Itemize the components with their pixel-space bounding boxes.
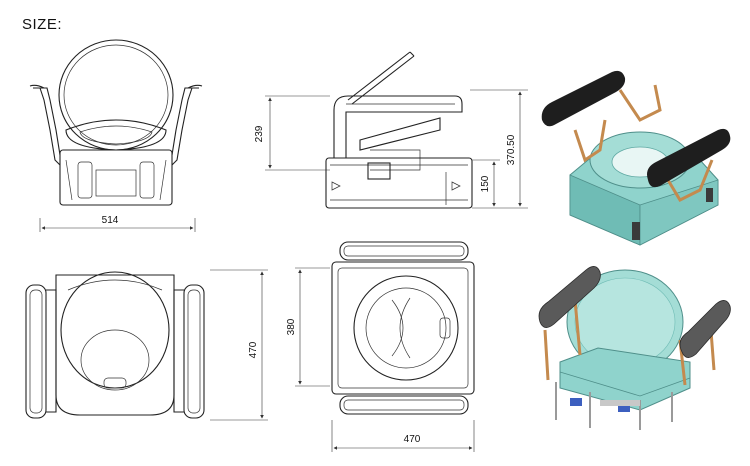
side-view: [265, 51, 528, 209]
dim-top-left-depth: 470: [248, 341, 259, 358]
page-title: SIZE:: [22, 16, 63, 33]
dim-top-right-width: 470: [404, 434, 421, 445]
dim-side-base-height: 150: [480, 175, 491, 192]
dim-side-back-height: 239: [254, 125, 265, 142]
dim-front-width: 514: [102, 215, 119, 226]
render-seat-arms-down: [541, 70, 731, 246]
dim-side-total-height: 370.50: [506, 134, 517, 165]
dim-top-right-depth: 380: [286, 318, 297, 335]
front-view: [29, 39, 203, 232]
top-view-left: [25, 269, 268, 421]
top-view-right: [295, 241, 475, 452]
render-seat-lid-closed: [538, 266, 731, 430]
